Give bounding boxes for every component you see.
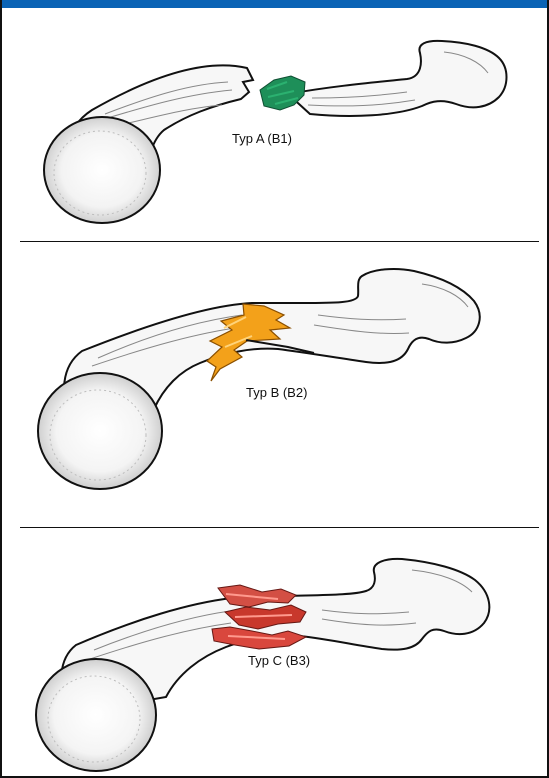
type-c-label: Typ C (B3) [248,653,310,668]
panel-type-a: Typ A (B1) [2,10,547,238]
femur-diagram-type-b [2,249,547,519]
distal-bone-fragment-a [288,41,507,116]
divider-b-c [20,527,539,528]
panel-type-c: Typ C (B3) [2,535,547,776]
type-b-label: Typ B (B2) [246,385,307,400]
femoral-head-a [44,117,160,223]
top-accent-bar [2,0,547,8]
type-a-label: Typ A (B1) [232,131,292,146]
panel-type-b: Typ B (B2) [2,249,547,519]
femur-diagram-type-a [2,10,547,238]
divider-a-b [20,241,539,242]
